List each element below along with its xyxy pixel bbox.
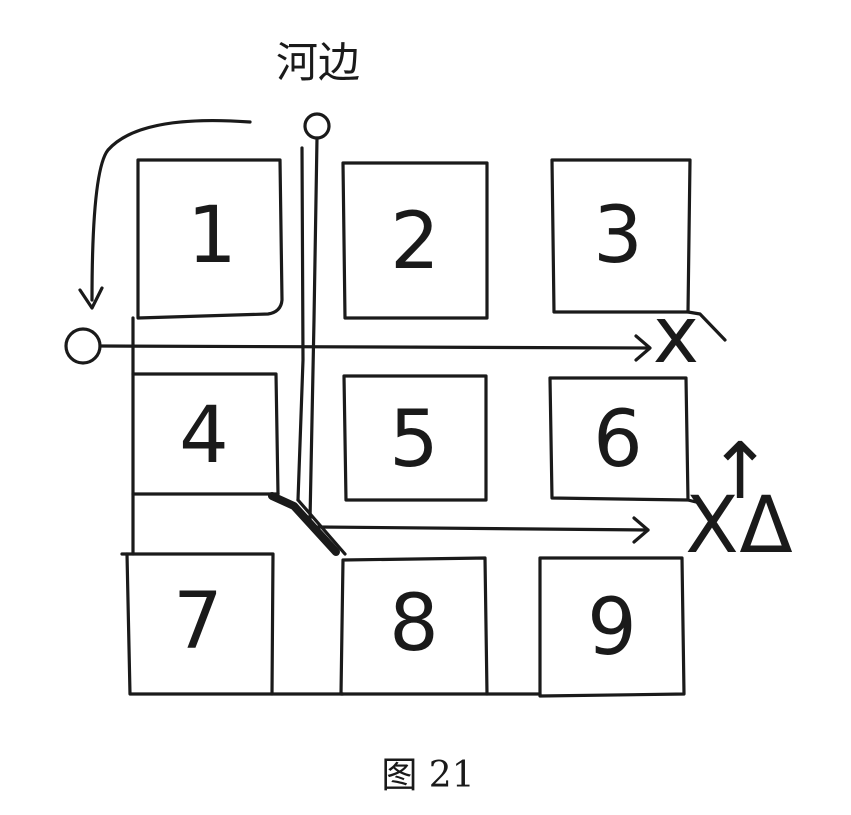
block-4-outline (131, 372, 280, 496)
vertical-route-inner (296, 146, 305, 502)
horizontal-arrow-1 (98, 344, 650, 350)
horizontal-arrow-1-head (634, 334, 652, 362)
up-arrow-mark: ↑ (707, 427, 772, 517)
vertical-route (308, 136, 319, 522)
block-6-number: 6 (593, 395, 643, 485)
horizontal-arrow-2-head (632, 516, 650, 544)
block-5-number: 5 (389, 395, 439, 485)
figure-caption: 图 21 (381, 755, 474, 796)
block-9-number: 9 (587, 583, 637, 673)
block-8-number: 8 (389, 579, 439, 669)
start-circle-left (64, 327, 102, 365)
block-2-outline (341, 161, 489, 320)
curved-arrow (90, 118, 252, 302)
start-circle-top (303, 112, 331, 140)
block-3-number: 3 (593, 191, 643, 281)
block-9-outline (538, 556, 686, 698)
block-4-number: 4 (179, 391, 229, 481)
street-edge-right-top (686, 310, 727, 342)
curved-arrow-head (78, 286, 104, 310)
end-mark-x-top: x (653, 291, 699, 381)
triangle-mark: Δ (739, 481, 792, 571)
diagonal-road (268, 492, 340, 556)
block-1-number: 1 (187, 191, 237, 281)
horizontal-arrow-2 (316, 525, 650, 532)
block-5-outline (342, 374, 488, 502)
block-1-outline (136, 158, 284, 320)
block-2-number: 2 (390, 197, 440, 287)
riverside-label: 河边 (276, 38, 360, 87)
street-edge-right-mid (686, 498, 702, 505)
block-7-number: 7 (173, 577, 223, 667)
end-mark-x-bottom: X (685, 481, 738, 571)
